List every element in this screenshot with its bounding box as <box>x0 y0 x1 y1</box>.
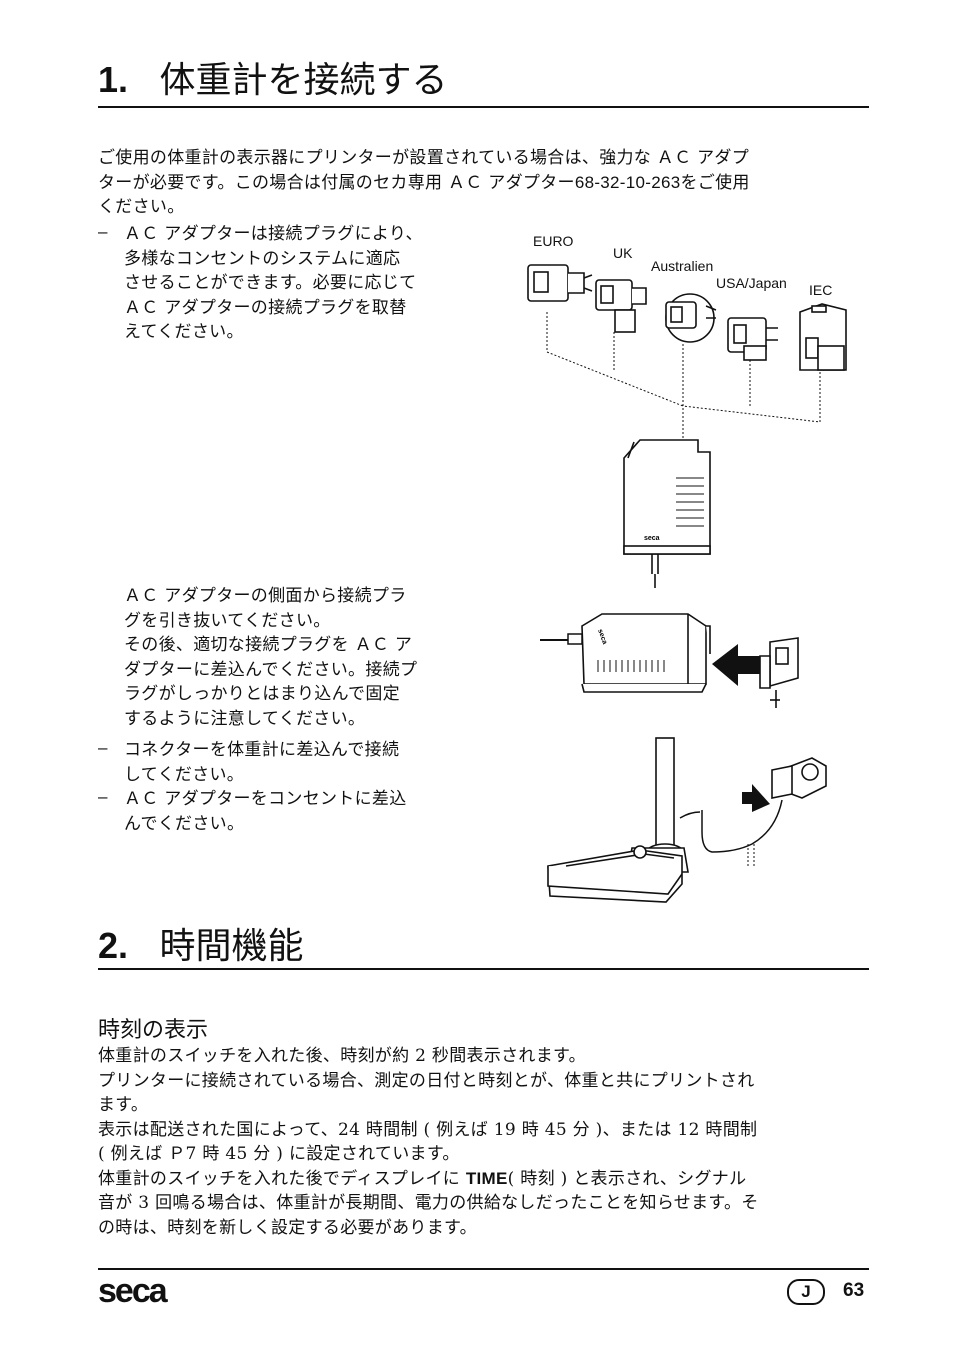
bullet-3-text: ＡＣ アダプターをコンセントに差込 んでください。 <box>124 789 407 834</box>
section-2-rule <box>98 968 869 970</box>
euro-plug-icon <box>527 264 593 302</box>
page-number: 63 <box>843 1280 865 1301</box>
scale-connection-illustration <box>547 737 827 903</box>
section-1-rule <box>98 106 869 108</box>
intro-line: ご使用の体重計の表示器にプリンターが設置されている場合は、強力な ＡＣ アダプ <box>98 148 749 168</box>
replace-plug-instructions: ＡＣ アダプターの側面から接続プラ グを引き抜いてください。 その後、適切な接続… <box>124 586 418 729</box>
insert-arrow-icon <box>712 644 766 686</box>
bullet-dash: – <box>98 222 108 241</box>
intro-paragraph: ご使用の体重計の表示器にプリンターが設置されている場合は、強力な ＡＣ アダプ … <box>98 146 870 220</box>
connect-arrow-icon <box>742 784 770 812</box>
section-2-title: 時間機能 <box>159 926 304 967</box>
section-1-title: 体重計を接続する <box>159 60 448 101</box>
seca-logo: seca <box>98 1272 168 1310</box>
adapter-side-brand-mark: seca <box>596 628 608 645</box>
time-display-text: 体重計のスイッチを入れた後、時刻が約 2 秒間表示されます。 プリンターに接続さ… <box>98 1046 759 1238</box>
scale-column-icon <box>655 737 675 851</box>
bullet-dash: – <box>98 787 108 806</box>
adapter-brand-mark: seca <box>644 535 660 542</box>
plug-label-usa-japan: USA/Japan <box>716 275 787 291</box>
plug-adapter-illustration: seca <box>527 264 847 588</box>
plug-label-uk: UK <box>613 245 633 261</box>
section-2-number: 2. <box>98 925 129 966</box>
section-1-number: 1. <box>98 59 129 100</box>
time-display-code: TIME <box>465 1168 508 1188</box>
section-2-heading: 2. 時間機能 <box>98 924 304 969</box>
plug-insert-illustration: seca <box>540 613 799 708</box>
section-1-heading: 1. 体重計を接続する <box>98 58 448 103</box>
plug-label-iec: IEC <box>809 282 833 298</box>
language-badge: J <box>787 1279 825 1305</box>
plug-label-australien: Australien <box>651 258 714 274</box>
bullet-dash: – <box>98 738 108 757</box>
intro-line: ください。 <box>98 197 185 217</box>
bullet-2-text: コネクターを体重計に差込んで接続 してください。 <box>124 740 400 785</box>
mini-adapter-icon <box>771 765 793 799</box>
australian-plug-icon <box>665 293 717 343</box>
intro-line: ターが必要です。この場合は付属のセカ専用 ＡＣ アダプター68-32-10-26… <box>98 172 750 193</box>
footer-rule <box>98 1268 869 1270</box>
bullet-1-text: ＡＣ アダプターは接続プラグにより、 多様なコンセントのシステムに適応 させるこ… <box>124 224 423 342</box>
uk-plug-icon <box>595 279 647 333</box>
time-display-subtitle: 時刻の表示 <box>98 1018 209 1043</box>
insert-plug-icon <box>759 637 799 708</box>
adapter-part-number: 68-32-10-263 <box>574 172 681 192</box>
plug-label-euro: EURO <box>533 233 574 249</box>
usa-japan-plug-icon <box>727 317 778 361</box>
iec-plug-icon <box>799 303 847 371</box>
